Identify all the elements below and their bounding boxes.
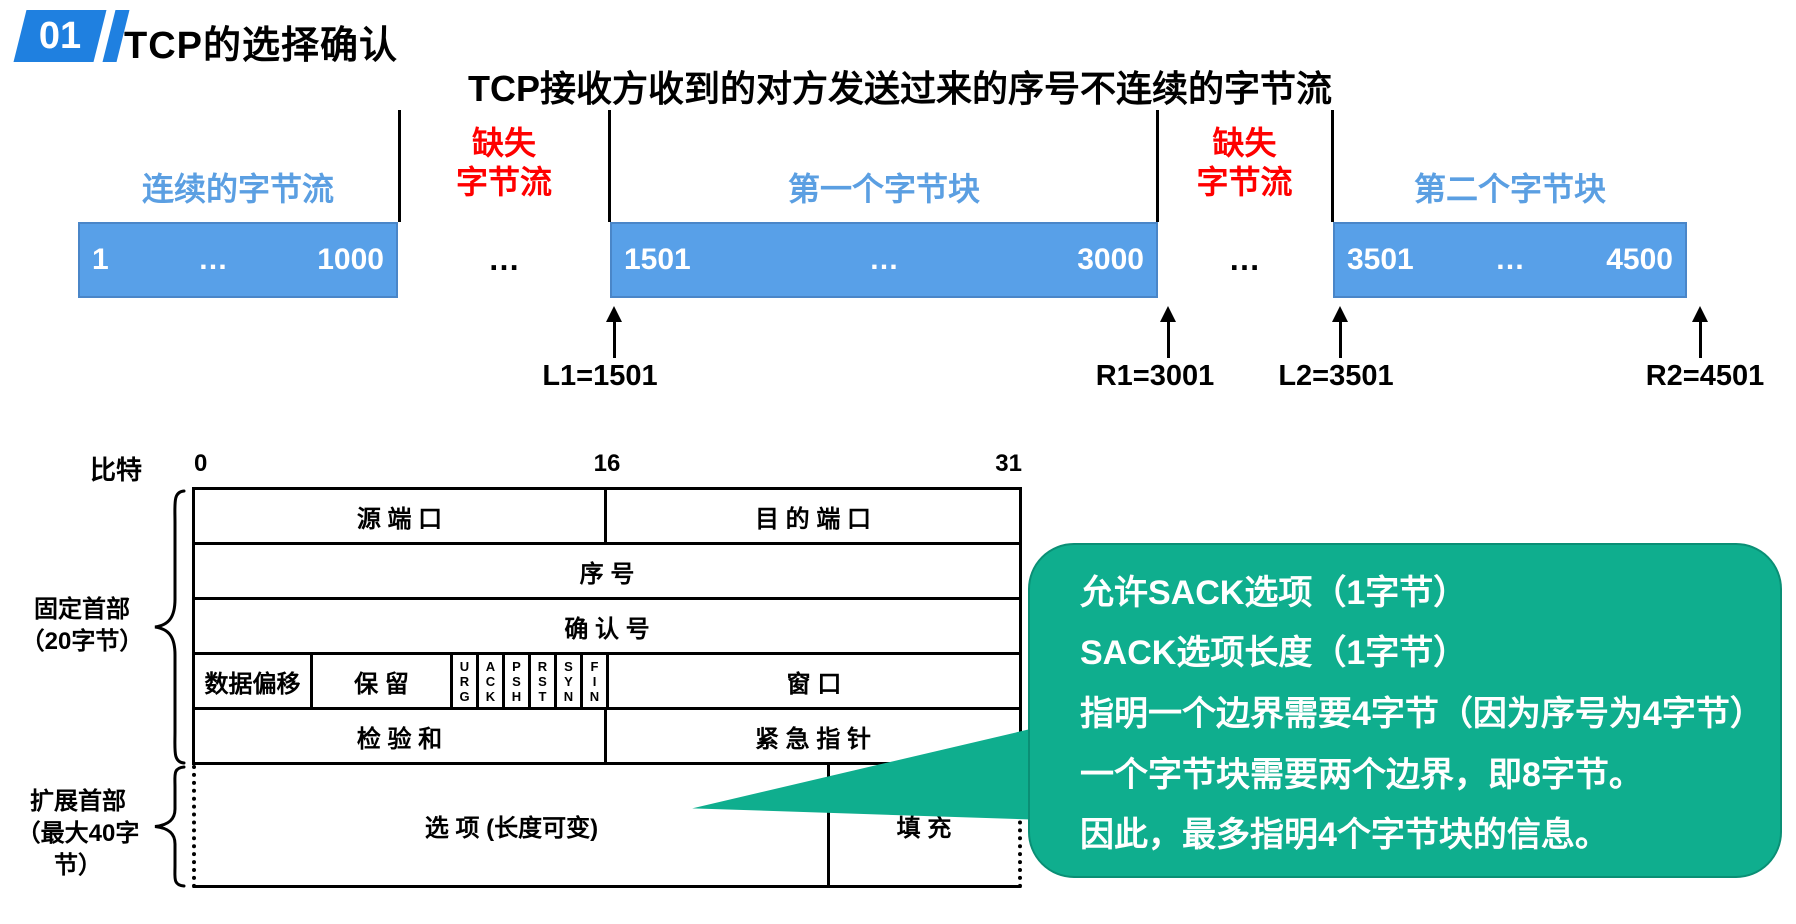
sack-explanation-callout: 允许SACK选项（1字节） SACK选项长度（1字节） 指明一个边界需要4字节（… <box>1028 543 1782 878</box>
diagram-caption: TCP接收方收到的对方发送过来的序号不连续的字节流 <box>467 68 1332 109</box>
range-ellipsis: … <box>1495 243 1525 276</box>
missing-label-line2: 字节流 <box>455 164 552 200</box>
field-sequence-number: 序 号 <box>579 560 635 588</box>
badge-number: 01 <box>38 14 82 57</box>
arrow-up-icon <box>1332 306 1348 358</box>
arrow-stem <box>612 322 616 358</box>
tcp-header-fixed-part: 源 端 口 目 的 端 口 序 号 确 认 号 数据偏移 保 留 URG ACK… <box>192 487 1022 765</box>
page-title: TCP的选择确认 <box>124 25 399 67</box>
field-dest-port: 目 的 端 口 <box>754 505 871 533</box>
bit-axis-label: 比特 <box>90 455 143 485</box>
boundary-label-L2: L2=3501 <box>1278 360 1394 392</box>
section-number-badge: 01 <box>13 10 130 62</box>
field-flag-urg: URG <box>453 655 479 707</box>
arrow-up-icon <box>1692 306 1708 358</box>
arrow-head <box>1160 306 1176 322</box>
arrow-head <box>1332 306 1348 322</box>
label-line2: （最大40字节） <box>16 820 140 879</box>
table-row-flags: 数据偏移 保 留 URG ACK PSH RST SYN FIN 窗 口 <box>195 655 1019 710</box>
boundary-label-R1: R1=3001 <box>1095 360 1215 392</box>
flag-text: SYN <box>561 658 576 704</box>
range-end: 1000 <box>317 243 384 276</box>
callout-line: 因此，最多指明4个字节块的信息。 <box>1080 816 1609 855</box>
callout-line: 指明一个边界需要4字节（因为序号为4字节） <box>1080 694 1764 733</box>
missing-label-line1: 缺失 <box>1212 125 1277 161</box>
tcp-header-options-row: 选 项 (长度可变) 填 充 <box>192 765 1022 888</box>
range-ellipsis: … <box>869 243 899 276</box>
stream-label-block2: 第二个字节块 <box>1413 171 1606 207</box>
field-flag-fin: FIN <box>583 655 609 707</box>
field-options: 选 项 (长度可变) <box>196 765 830 885</box>
arrow-head <box>606 306 622 322</box>
stream-label-block1: 第一个字节块 <box>787 171 980 207</box>
bit-tick-31: 31 <box>995 450 1022 477</box>
boundary-label-R2: R2=4501 <box>1645 360 1765 392</box>
arrow-up-icon <box>606 306 622 358</box>
missing-label-line1: 缺失 <box>471 125 536 161</box>
range-end: 3000 <box>1077 243 1144 276</box>
arrow-stem <box>1166 322 1170 358</box>
brace-fixed-header <box>154 489 186 765</box>
range-end: 4500 <box>1606 243 1673 276</box>
table-row-ports: 源 端 口 目 的 端 口 <box>195 490 1019 545</box>
range-start: 1501 <box>624 243 691 276</box>
label-line1: 固定首部 <box>34 596 130 623</box>
field-flag-rst: RST <box>531 655 557 707</box>
badge-body: 01 <box>13 10 107 62</box>
bit-tick-0: 0 <box>194 450 208 477</box>
missing-ellipsis: … <box>1228 241 1261 277</box>
separator-line <box>398 110 401 222</box>
field-flag-psh: PSH <box>505 655 531 707</box>
byte-range-block2: 3501 … 4500 <box>1333 222 1687 298</box>
range-start: 3501 <box>1347 243 1414 276</box>
range-start: 1 <box>92 243 109 276</box>
table-row-seq: 序 号 <box>195 545 1019 600</box>
label-line2: （20字节） <box>20 628 144 655</box>
label-extension-header: 扩展首部 （最大40字节） <box>2 786 154 882</box>
field-window: 窗 口 <box>786 670 842 698</box>
boundary-label-L1: L1=1501 <box>542 360 658 392</box>
byte-range-block1: 1501 … 3000 <box>610 222 1158 298</box>
field-urgent-pointer: 紧 急 指 针 <box>754 725 871 753</box>
byte-range-continuous: 1 … 1000 <box>78 222 398 298</box>
stream-label-missing-2: 缺失 字节流 <box>1158 124 1331 202</box>
label-line1: 扩展首部 <box>30 788 126 815</box>
bit-tick-16: 16 <box>593 450 621 477</box>
flag-text: ACK <box>483 658 498 704</box>
label-fixed-header: 固定首部 （20字节） <box>14 594 150 658</box>
field-flag-syn: SYN <box>557 655 583 707</box>
callout-line: SACK选项长度（1字节） <box>1080 634 1468 673</box>
arrow-stem <box>1698 322 1702 358</box>
missing-ellipsis: … <box>488 241 520 277</box>
brace-extension-header <box>154 765 186 888</box>
arrow-stem <box>1338 322 1342 358</box>
table-row-checksum: 检 验 和 紧 急 指 针 <box>195 710 1019 762</box>
flag-text: FIN <box>587 658 602 704</box>
field-padding: 填 充 <box>896 814 952 842</box>
separator-line <box>608 110 611 222</box>
field-checksum: 检 验 和 <box>195 710 607 762</box>
stream-label-missing-1: 缺失 字节流 <box>400 124 608 202</box>
separator-line <box>1156 110 1159 222</box>
stream-label-continuous: 连续的字节流 <box>141 171 334 207</box>
field-reserved: 保 留 <box>313 655 453 707</box>
arrow-head <box>1692 306 1708 322</box>
field-ack-number: 确 认 号 <box>564 615 650 643</box>
field-flag-ack: ACK <box>479 655 505 707</box>
callout-line: 允许SACK选项（1字节） <box>1080 573 1468 612</box>
missing-label-line2: 字节流 <box>1196 164 1293 200</box>
field-source-port: 源 端 口 <box>195 490 607 542</box>
separator-line <box>1331 110 1334 222</box>
table-row-ack: 确 认 号 <box>195 600 1019 655</box>
arrow-up-icon <box>1160 306 1176 358</box>
flag-text: PSH <box>509 658 524 704</box>
field-data-offset: 数据偏移 <box>195 655 313 707</box>
range-ellipsis: … <box>197 243 228 276</box>
flag-text: RST <box>535 658 550 704</box>
flag-text: URG <box>457 658 472 704</box>
callout-line: 一个字节块需要两个边界，即8字节。 <box>1080 755 1643 794</box>
